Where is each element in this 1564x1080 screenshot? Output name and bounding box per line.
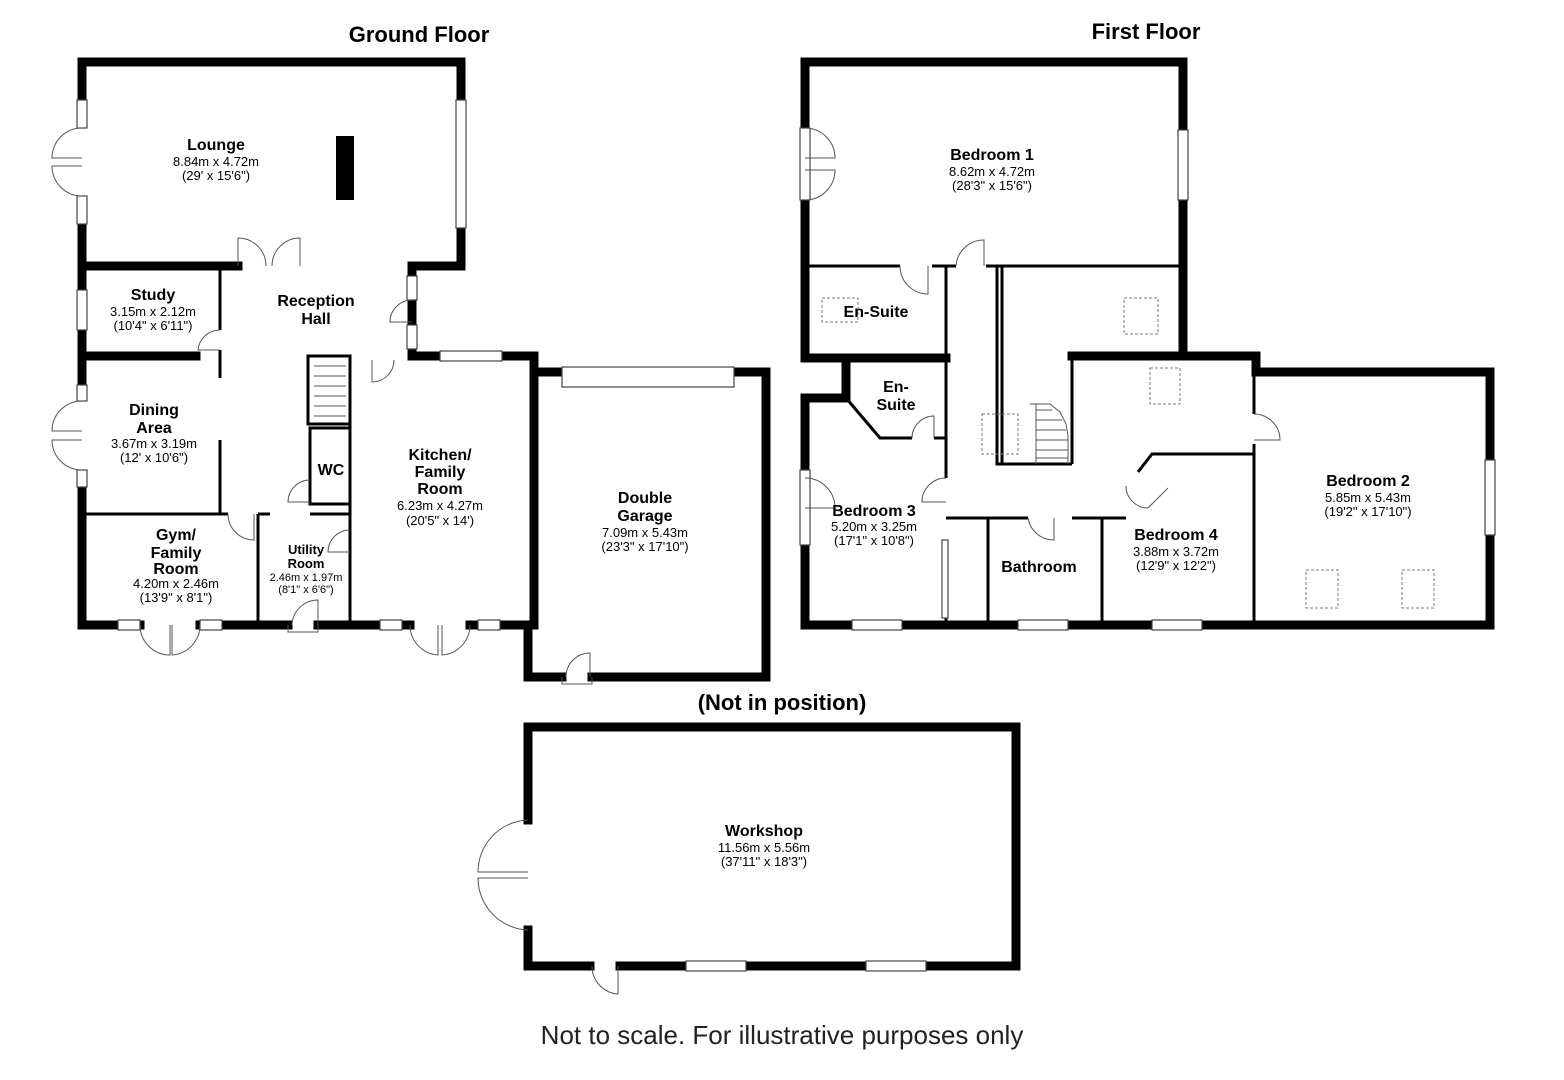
first-floor-stairs (1030, 403, 1069, 464)
kitchen-line3: Room (417, 481, 462, 498)
lounge-metric: 8.84m x 4.72m (173, 154, 259, 169)
workshop-name: Workshop (725, 823, 803, 840)
bedroom2-metric: 5.85m x 5.43m (1325, 490, 1411, 505)
workshop-imperial: (37'11" x 18'3") (721, 854, 807, 869)
dining-line2: Area (136, 420, 172, 437)
garage-line1: Double (618, 490, 672, 507)
study-metric: 3.15m x 2.12m (110, 304, 196, 319)
bedroom4-imperial: (12'9" x 12'2") (1136, 558, 1216, 573)
kitchen-line1: Kitchen/ (408, 447, 472, 464)
dining-line1: Dining (129, 402, 179, 419)
ensuite2-line1: En- (883, 379, 909, 396)
first-floor-labels: Bedroom 1 8.62m x 4.72m (28'3" x 15'6") … (831, 147, 1412, 576)
first-floor-title: First Floor (1092, 19, 1201, 44)
first-floor-walls (800, 57, 1495, 630)
bedroom3-name: Bedroom 3 (832, 503, 916, 520)
study-name: Study (131, 287, 176, 304)
reception-hall-line2: Hall (301, 311, 330, 328)
not-in-position-title: (Not in position) (698, 690, 867, 715)
ground-floor-stairs (314, 365, 346, 417)
first-floor-doors (804, 127, 1281, 541)
kitchen-metric: 6.23m x 4.27m (397, 498, 483, 513)
bathroom-name: Bathroom (1001, 559, 1077, 576)
ground-floor-windows (76, 99, 735, 631)
bedroom1-imperial: (28'3" x 15'6") (952, 178, 1032, 193)
dining-metric: 3.67m x 3.19m (111, 436, 197, 451)
lounge-name: Lounge (187, 137, 245, 154)
gym-imperial: (13'9" x 8'1") (140, 590, 213, 605)
gym-metric: 4.20m x 2.46m (133, 576, 219, 591)
workshop-walls (523, 722, 1021, 972)
gym-line2: Family (151, 545, 202, 562)
bedroom2-name: Bedroom 2 (1326, 473, 1410, 490)
dining-imperial: (12' x 10'6") (120, 450, 188, 465)
ground-floor-title: Ground Floor (349, 22, 490, 47)
kitchen-imperial: (20'5" x 14') (406, 513, 474, 528)
fireplace-icon (336, 136, 354, 200)
disclaimer-note: Not to scale. For illustrative purposes … (540, 1020, 1024, 1050)
garage-line2: Garage (617, 508, 672, 525)
workshop-metric: 11.56m x 5.56m (718, 840, 810, 855)
gym-line1: Gym/ (156, 527, 197, 544)
utility-metric: 2.46m x 1.97m (270, 572, 343, 584)
utility-imperial: (8'1" x 6'6") (278, 584, 333, 596)
bedroom4-name: Bedroom 4 (1134, 527, 1218, 544)
bedroom1-name: Bedroom 1 (950, 147, 1034, 164)
bedroom2-imperial: (19'2" x 17'10") (1324, 504, 1411, 519)
ensuite2-line2: Suite (876, 397, 915, 414)
lounge-imperial: (29' x 15'6") (182, 168, 250, 183)
garage-imperial: (23'3" x 17'10") (601, 539, 688, 554)
utility-line2: Room (288, 556, 325, 571)
workshop-doors (477, 819, 619, 995)
ground-floor-doors (51, 127, 593, 685)
wc-name: WC (318, 462, 345, 479)
gym-line3: Room (153, 561, 198, 578)
bedroom3-imperial: (17'1" x 10'8") (834, 533, 914, 548)
reception-hall-line1: Reception (277, 293, 354, 310)
bedroom4-metric: 3.88m x 3.72m (1133, 544, 1219, 559)
bedroom3-metric: 5.20m x 3.25m (831, 519, 917, 534)
utility-line1: Utility (288, 542, 325, 557)
skylights (821, 297, 1435, 609)
ground-floor-labels: Lounge 8.84m x 4.72m (29' x 15'6") Study… (110, 137, 689, 605)
study-imperial: (10'4" x 6'11") (114, 318, 193, 333)
workshop-labels: Workshop 11.56m x 5.56m (37'11" x 18'3") (718, 823, 810, 869)
ensuite1-name: En-Suite (844, 304, 909, 321)
kitchen-line2: Family (415, 464, 466, 481)
bedroom1-metric: 8.62m x 4.72m (949, 164, 1035, 179)
garage-metric: 7.09m x 5.43m (602, 525, 688, 540)
